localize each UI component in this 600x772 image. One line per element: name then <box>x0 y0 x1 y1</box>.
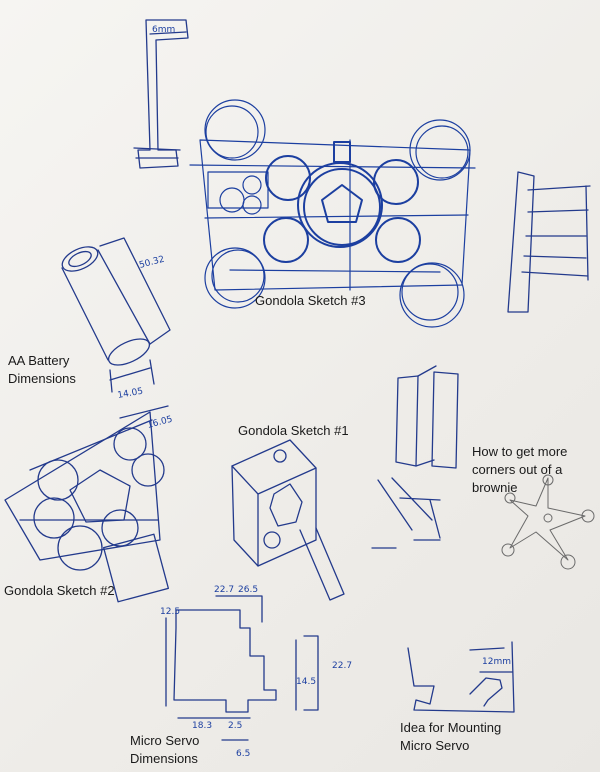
gondola-sketch-3 <box>189 99 476 328</box>
label-micro-servo-dim-line1: Micro Servo <box>130 733 200 748</box>
label-micro-servo-dim-line2: Dimensions <box>130 751 198 766</box>
dim-servo-g: 2.5 <box>228 721 242 731</box>
dim-servo-f: 18.3 <box>192 721 212 731</box>
dim-servo-h: 6.5 <box>236 749 250 759</box>
gondola-sketch-2: 16.05 <box>4 405 174 603</box>
dim-battery-length: 50.32 <box>138 255 165 271</box>
gondola-sketch-1 <box>231 439 345 601</box>
dim-top-left: 6mm <box>152 25 175 35</box>
label-brownie-line1: How to get more <box>472 444 568 459</box>
dim-servo-d: 14.5 <box>296 677 316 687</box>
label-gondola-sketch-1: Gondola Sketch #1 <box>238 423 349 438</box>
brownie-star-sketch <box>501 474 595 570</box>
dim-battery-width: 14.05 <box>117 387 144 401</box>
label-mounting-idea-line1: Idea for Mounting <box>400 720 502 735</box>
label-brownie-line3: brownie <box>472 480 518 495</box>
label-gondola-sketch-3: Gondola Sketch #3 <box>255 293 366 308</box>
middle-right-sketch <box>371 365 459 549</box>
label-mounting-idea-line2: Micro Servo <box>400 738 470 753</box>
micro-servo-dimensions-sketch: 12.5 22.7 26.5 14.5 22.7 18.3 2.5 6.5 <box>160 585 352 759</box>
label-aa-battery-line1: AA Battery <box>8 353 70 368</box>
dim-servo-a: 12.5 <box>160 607 180 617</box>
top-left-bracket-sketch: 6mm <box>133 19 189 169</box>
label-gondola-sketch-2: Gondola Sketch #2 <box>4 583 115 598</box>
dim-servo-c: 26.5 <box>238 585 258 595</box>
label-aa-battery-line2: Dimensions <box>8 371 76 386</box>
label-brownie-line2: corners out of a <box>472 462 563 477</box>
right-bracket-sketch <box>507 171 591 313</box>
dim-servo-e: 22.7 <box>332 661 352 671</box>
dim-servo-b: 22.7 <box>214 585 234 595</box>
mounting-idea-sketch: 12mm <box>407 641 515 713</box>
dim-mount: 12mm <box>482 657 511 667</box>
